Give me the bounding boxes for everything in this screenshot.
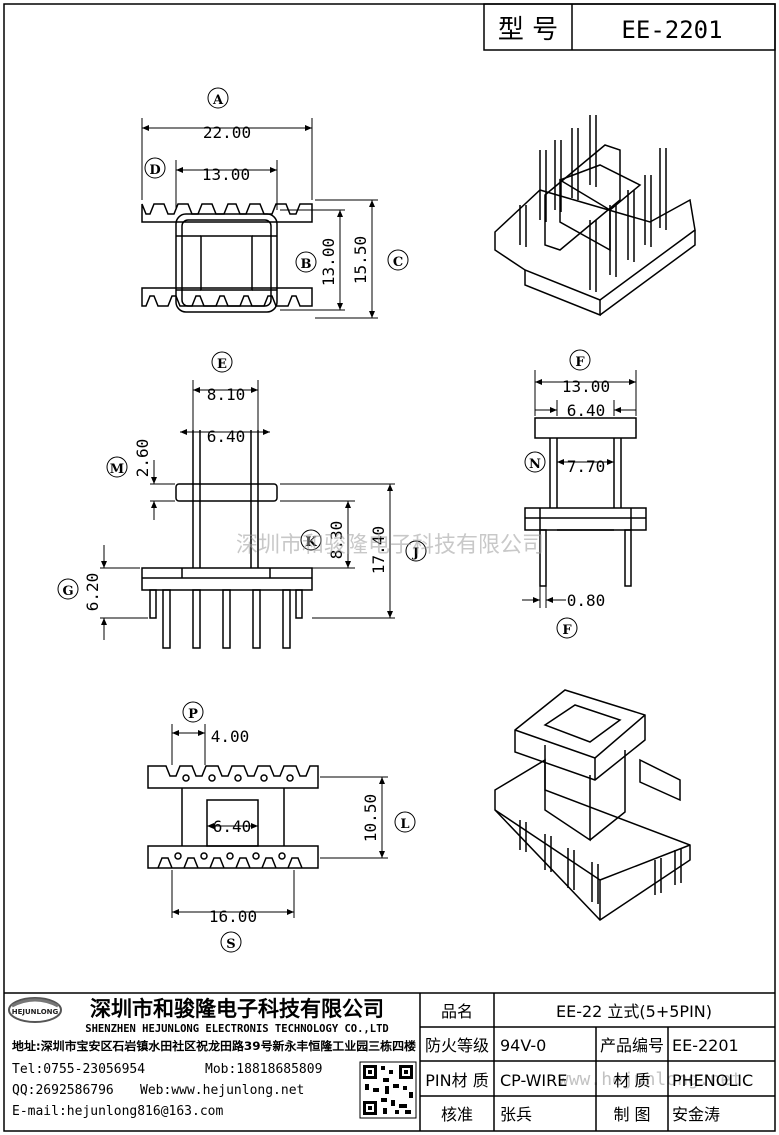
dim-e2: 6.40 [207, 427, 246, 446]
draw-value: 安金涛 [672, 1105, 720, 1124]
bottom-view-labels: P 4.00 6.40 10.50 L 16.00 S [188, 707, 409, 952]
dim-b: 13.00 [319, 238, 338, 286]
front-view-labels: E 8.10 6.40 M 2.60 K 8.30 17.40 J G 6.20 [62, 357, 419, 611]
spec-table [420, 993, 775, 1131]
dim-f: 13.00 [562, 377, 610, 396]
check-label: 核准 [441, 1105, 473, 1124]
company-web: Web:www.hejunlong.net [140, 1083, 304, 1098]
side-view-dims [522, 349, 637, 639]
logo-text: HEJUNLONG [12, 1008, 59, 1016]
pin-value: CP-WIRE [500, 1071, 567, 1090]
dim-d: 13.00 [202, 165, 250, 184]
company-name-cn: 深圳市和骏隆电子科技有限公司 [90, 997, 384, 1021]
dim-j: 17.40 [369, 526, 388, 574]
dim-k: 8.30 [327, 521, 346, 560]
check-value: 张兵 [500, 1105, 532, 1124]
letter-k: K [305, 535, 317, 550]
front-view-dims [57, 351, 427, 640]
model-label: 型 号 [498, 15, 558, 45]
code-value: EE-2201 [672, 1036, 739, 1055]
dim-c: 15.50 [351, 236, 370, 284]
dim-f2: 6.40 [567, 401, 606, 420]
top-view-labels: A 22.00 D 13.00 B 13.00 15.50 C [149, 93, 403, 286]
draw-label: 制 图 [613, 1105, 650, 1124]
top-view-dims [141, 87, 409, 319]
dim-core: 6.40 [213, 817, 252, 836]
dim-s: 16.00 [209, 907, 257, 926]
dim-p: 4.00 [211, 727, 250, 746]
company-logo: HEJUNLONG [8, 997, 62, 1023]
letter-f: F [575, 355, 585, 370]
side-view [524, 417, 647, 587]
pin-label: PIN材 质 [425, 1071, 488, 1090]
iso-view-top [494, 115, 696, 317]
side-view-labels: F 13.00 6.40 N 7.70 0.80 F [529, 355, 610, 638]
name-label: 品名 [441, 1002, 473, 1021]
mat-label: 材 质 [613, 1071, 650, 1090]
company-qq: QQ:2692586796 [12, 1083, 114, 1098]
company-tel: Tel:0755-23056954 [12, 1062, 145, 1077]
code-label: 产品编号 [600, 1036, 664, 1055]
letter-j: J [412, 546, 419, 561]
front-view [141, 430, 313, 649]
letter-g: G [62, 584, 73, 599]
bottom-view-dims [171, 701, 416, 953]
company-mob: Mob:18818685809 [205, 1062, 322, 1077]
letter-d: D [149, 163, 160, 178]
dim-l: 10.50 [361, 794, 380, 842]
model-value: EE-2201 [621, 16, 722, 44]
model-header: 型 号 EE-2201 [483, 3, 776, 51]
letter-b: B [301, 257, 312, 272]
fire-label: 防火等级 [425, 1036, 489, 1055]
letter-l: L [400, 817, 409, 832]
iso-view-bottom [494, 689, 691, 921]
letter-c: C [393, 255, 403, 270]
top-view [141, 203, 313, 313]
watermark: 深圳市和骏隆电子科技有限公司 [236, 533, 544, 558]
letter-a: A [212, 93, 224, 108]
letter-s: S [226, 937, 235, 952]
letter-e: E [217, 357, 227, 372]
company-address: 地址:深圳市宝安区石岩镇水田社区祝龙田路39号新永丰恒隆工业园三栋四楼 [12, 1039, 417, 1053]
bottom-view [147, 765, 319, 869]
fire-value: 94V-0 [500, 1036, 546, 1055]
mat-value: PHENOLIC [672, 1071, 753, 1090]
dim-g: 6.20 [83, 573, 102, 612]
name-value: EE-22 立式(5+5PIN) [556, 1002, 712, 1021]
letter-n: N [529, 457, 541, 472]
dim-a: 22.00 [203, 123, 251, 142]
dim-pin: 0.80 [567, 591, 606, 610]
company-email: E-mail:hejunlong816@163.com [12, 1104, 223, 1119]
letter-m: M [110, 462, 124, 477]
dim-e: 8.10 [207, 385, 246, 404]
footer: HEJUNLONG 深圳市和骏隆电子科技有限公司 SHENZHEN HEJUNL… [4, 992, 775, 1131]
dim-m: 2.60 [133, 439, 152, 478]
qr-code-icon [359, 1061, 417, 1119]
company-name-en: SHENZHEN HEJUNLONG ELECTRONIS TECHNOLOGY… [85, 1023, 388, 1035]
letter-f2: F [562, 623, 572, 638]
spec-table-text: 品名 EE-22 立式(5+5PIN) 防火等级 94V-0 产品编号 EE-2… [425, 1002, 753, 1124]
sheet-border [3, 3, 776, 1132]
watermark-url: www.hejunlong.net [558, 1069, 742, 1090]
dim-n: 7.70 [567, 457, 606, 476]
letter-p: P [188, 707, 198, 722]
